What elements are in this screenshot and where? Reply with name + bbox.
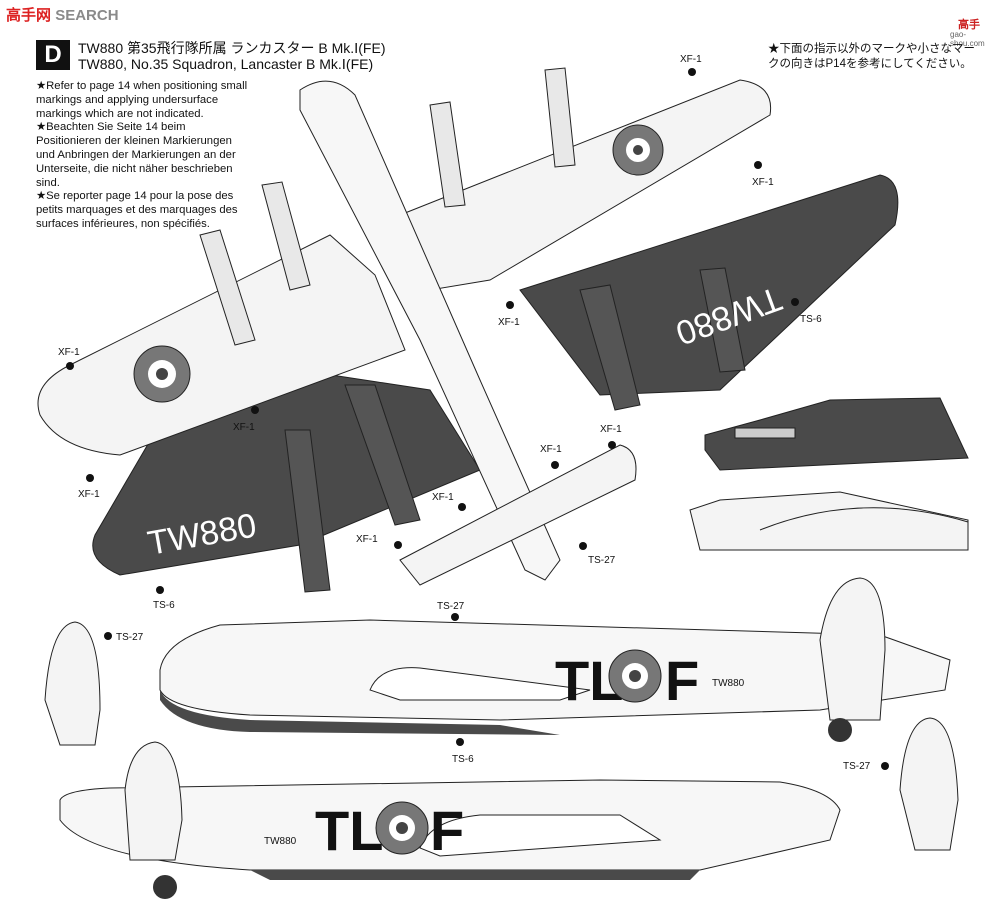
watermark: 高手网 SEARCH xyxy=(6,4,119,25)
side-1-roundel xyxy=(608,649,662,703)
paint-xf1-label: XF-1 xyxy=(752,177,774,188)
paint-ts6-label: TS-6 xyxy=(153,600,175,611)
turret-detail-1 xyxy=(704,397,969,471)
paint-xf1-label: XF-1 xyxy=(58,347,80,358)
plan-fuselage xyxy=(299,80,561,581)
paint-xf1-label: XF-1 xyxy=(498,317,520,328)
turret-detail-2 xyxy=(689,491,969,551)
side-view-1-tail xyxy=(819,577,886,721)
paint-xf1-label: XF-1 xyxy=(540,444,562,455)
roundel-right xyxy=(612,124,664,176)
paint-ts6-label: TS-6 xyxy=(800,314,822,325)
roundel-left xyxy=(133,345,191,403)
side-view-1-fuselage xyxy=(159,619,951,721)
paint-xf1-label: XF-1 xyxy=(356,534,378,545)
paint-ts6-label: TS-6 xyxy=(452,754,474,765)
note-japanese: ★下面の指示以外のマークや小さなマークの向きはP14を参考にしてください。 xyxy=(768,43,975,70)
side-1-code-f: F xyxy=(665,649,699,712)
instruction-notes: ★Refer to page 14 when positioning small… xyxy=(36,80,248,232)
side-2-code-f: F xyxy=(430,799,464,862)
paint-xf1-label: XF-1 xyxy=(233,422,255,433)
upper-right-wing xyxy=(399,79,772,291)
side-2-code-tl: TL xyxy=(315,799,383,862)
note-french: ★Se reporter page 14 pour la pose des pe… xyxy=(36,190,238,230)
side-view-2-tail xyxy=(124,741,183,861)
side-2-roundel xyxy=(375,801,429,855)
paint-ts27-label: TS-27 xyxy=(588,555,616,566)
side-1-serial: TW880 xyxy=(712,678,745,689)
corner-watermark: 高手 xyxy=(958,19,980,31)
plan-tailplane xyxy=(399,444,637,586)
upper-left-wing xyxy=(37,234,406,456)
paint-xf1-label: XF-1 xyxy=(600,424,622,435)
panel-letter-badge: D xyxy=(36,40,70,70)
header-title-jp: TW880 第35飛行隊所属 ランカスター B Mk.Ⅰ(FE) xyxy=(78,40,386,56)
watermark-site: SEARCH xyxy=(55,7,119,24)
tail-detail-left xyxy=(44,621,101,746)
paint-ts27-label: TS-27 xyxy=(843,761,871,772)
paint-ts27-label: TS-27 xyxy=(116,632,144,643)
side-view-1-nacelle xyxy=(369,667,591,701)
paint-xf1-label: XF-1 xyxy=(432,492,454,503)
side-2-serial: TW880 xyxy=(264,836,297,847)
watermark-logo: 高手网 xyxy=(6,7,52,24)
paint-xf1-label: XF-1 xyxy=(78,489,100,500)
note-english: ★Refer to page 14 when positioning small… xyxy=(36,80,248,120)
header-title-en: TW880, No.35 Squadron, Lancaster B Mk.Ⅰ(… xyxy=(78,56,374,72)
paint-ts27-label: TS-27 xyxy=(437,601,465,612)
corner-watermark-url: gao-shou.com xyxy=(950,30,985,48)
paint-xf1-label: XF-1 xyxy=(680,54,702,65)
tail-detail-right xyxy=(899,717,959,851)
note-german: ★Beachten Sie Seite 14 beim Positioniere… xyxy=(36,121,236,189)
